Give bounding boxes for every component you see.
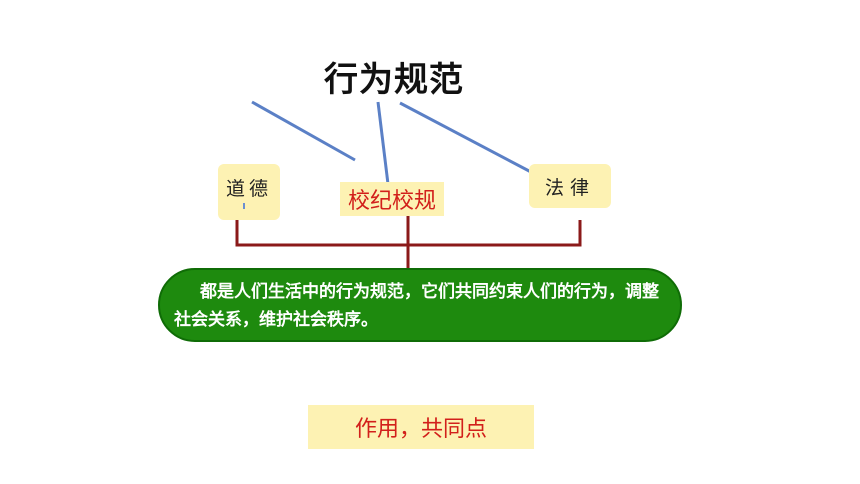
- cursor-mark: [243, 203, 245, 209]
- node-law: 法律: [529, 164, 611, 208]
- footer-label: 作用，共同点: [308, 405, 534, 449]
- connector-line-center: [376, 101, 390, 185]
- page-title: 行为规范: [324, 60, 464, 100]
- node-morality: 道德: [218, 164, 280, 220]
- connector-line-left: [251, 100, 356, 162]
- connector-line-right: [399, 101, 532, 174]
- node-school-rules: 校纪校规: [340, 182, 445, 216]
- summary-banner: 都是人们生活中的行为规范，它们共同约束人们的行为，调整社会关系，维护社会秩序。: [158, 268, 682, 342]
